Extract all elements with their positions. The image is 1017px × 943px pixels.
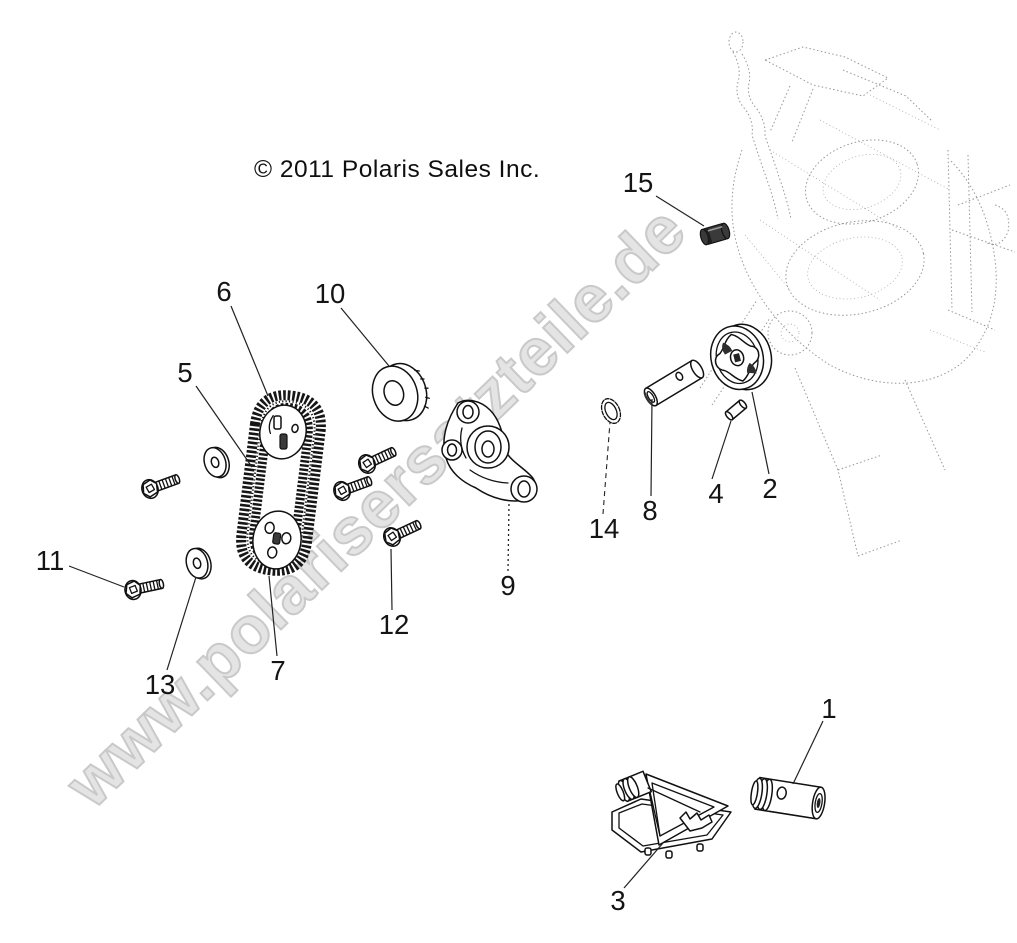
part-4-pin: [724, 399, 748, 421]
leader-line-7: [268, 575, 278, 657]
copyright-notice: © 2011 Polaris Sales Inc.: [254, 156, 541, 183]
part-chain-bottom-sprocket: [252, 510, 302, 570]
callout-label-5: 5: [177, 357, 193, 388]
part-2-rotor: [709, 323, 773, 391]
callout-label-11: 11: [35, 545, 65, 576]
callout-label-14: 14: [588, 513, 620, 544]
callout-label-9: 9: [500, 570, 516, 601]
callout-label-12: 12: [378, 609, 410, 640]
callout-label-6: 6: [216, 276, 232, 307]
part-1-relief-valve: [750, 776, 826, 820]
leader-line-3: [623, 842, 664, 889]
callout-label-3: 3: [610, 885, 626, 916]
part-8-shaft: [643, 359, 705, 407]
callout-label-2: 2: [762, 473, 778, 504]
callout-label-7: 7: [270, 655, 286, 686]
leader-line-5: [195, 385, 253, 468]
leader-line-8: [650, 398, 653, 497]
leader-line-15: [655, 195, 705, 227]
leader-line-9: [507, 503, 510, 572]
leader-line-14: [602, 421, 611, 515]
part-9-oil-pump-housing: [441, 399, 538, 503]
callout-label-13: 13: [144, 669, 176, 700]
part-chain-top-sprocket: [259, 404, 307, 460]
leader-line-13: [166, 576, 197, 671]
leader-line-1: [792, 720, 824, 785]
callout-label-8: 8: [642, 495, 658, 526]
part-10-washer-disc: [371, 362, 430, 422]
part-15-plug: [699, 222, 731, 246]
leader-line-12: [390, 548, 393, 611]
callout-label-15: 15: [622, 167, 654, 198]
leader-line-10: [340, 307, 390, 367]
part-3-pickup-strainer: [611, 770, 732, 859]
leader-line-11: [68, 565, 125, 588]
callout-label-10: 10: [314, 278, 346, 309]
leader-line-4: [711, 420, 732, 480]
callout-label-1: 1: [821, 693, 837, 724]
leader-line-6: [230, 305, 269, 397]
callout-label-4: 4: [708, 478, 724, 509]
leader-line-2: [751, 391, 770, 475]
part-14-oring: [600, 398, 622, 424]
